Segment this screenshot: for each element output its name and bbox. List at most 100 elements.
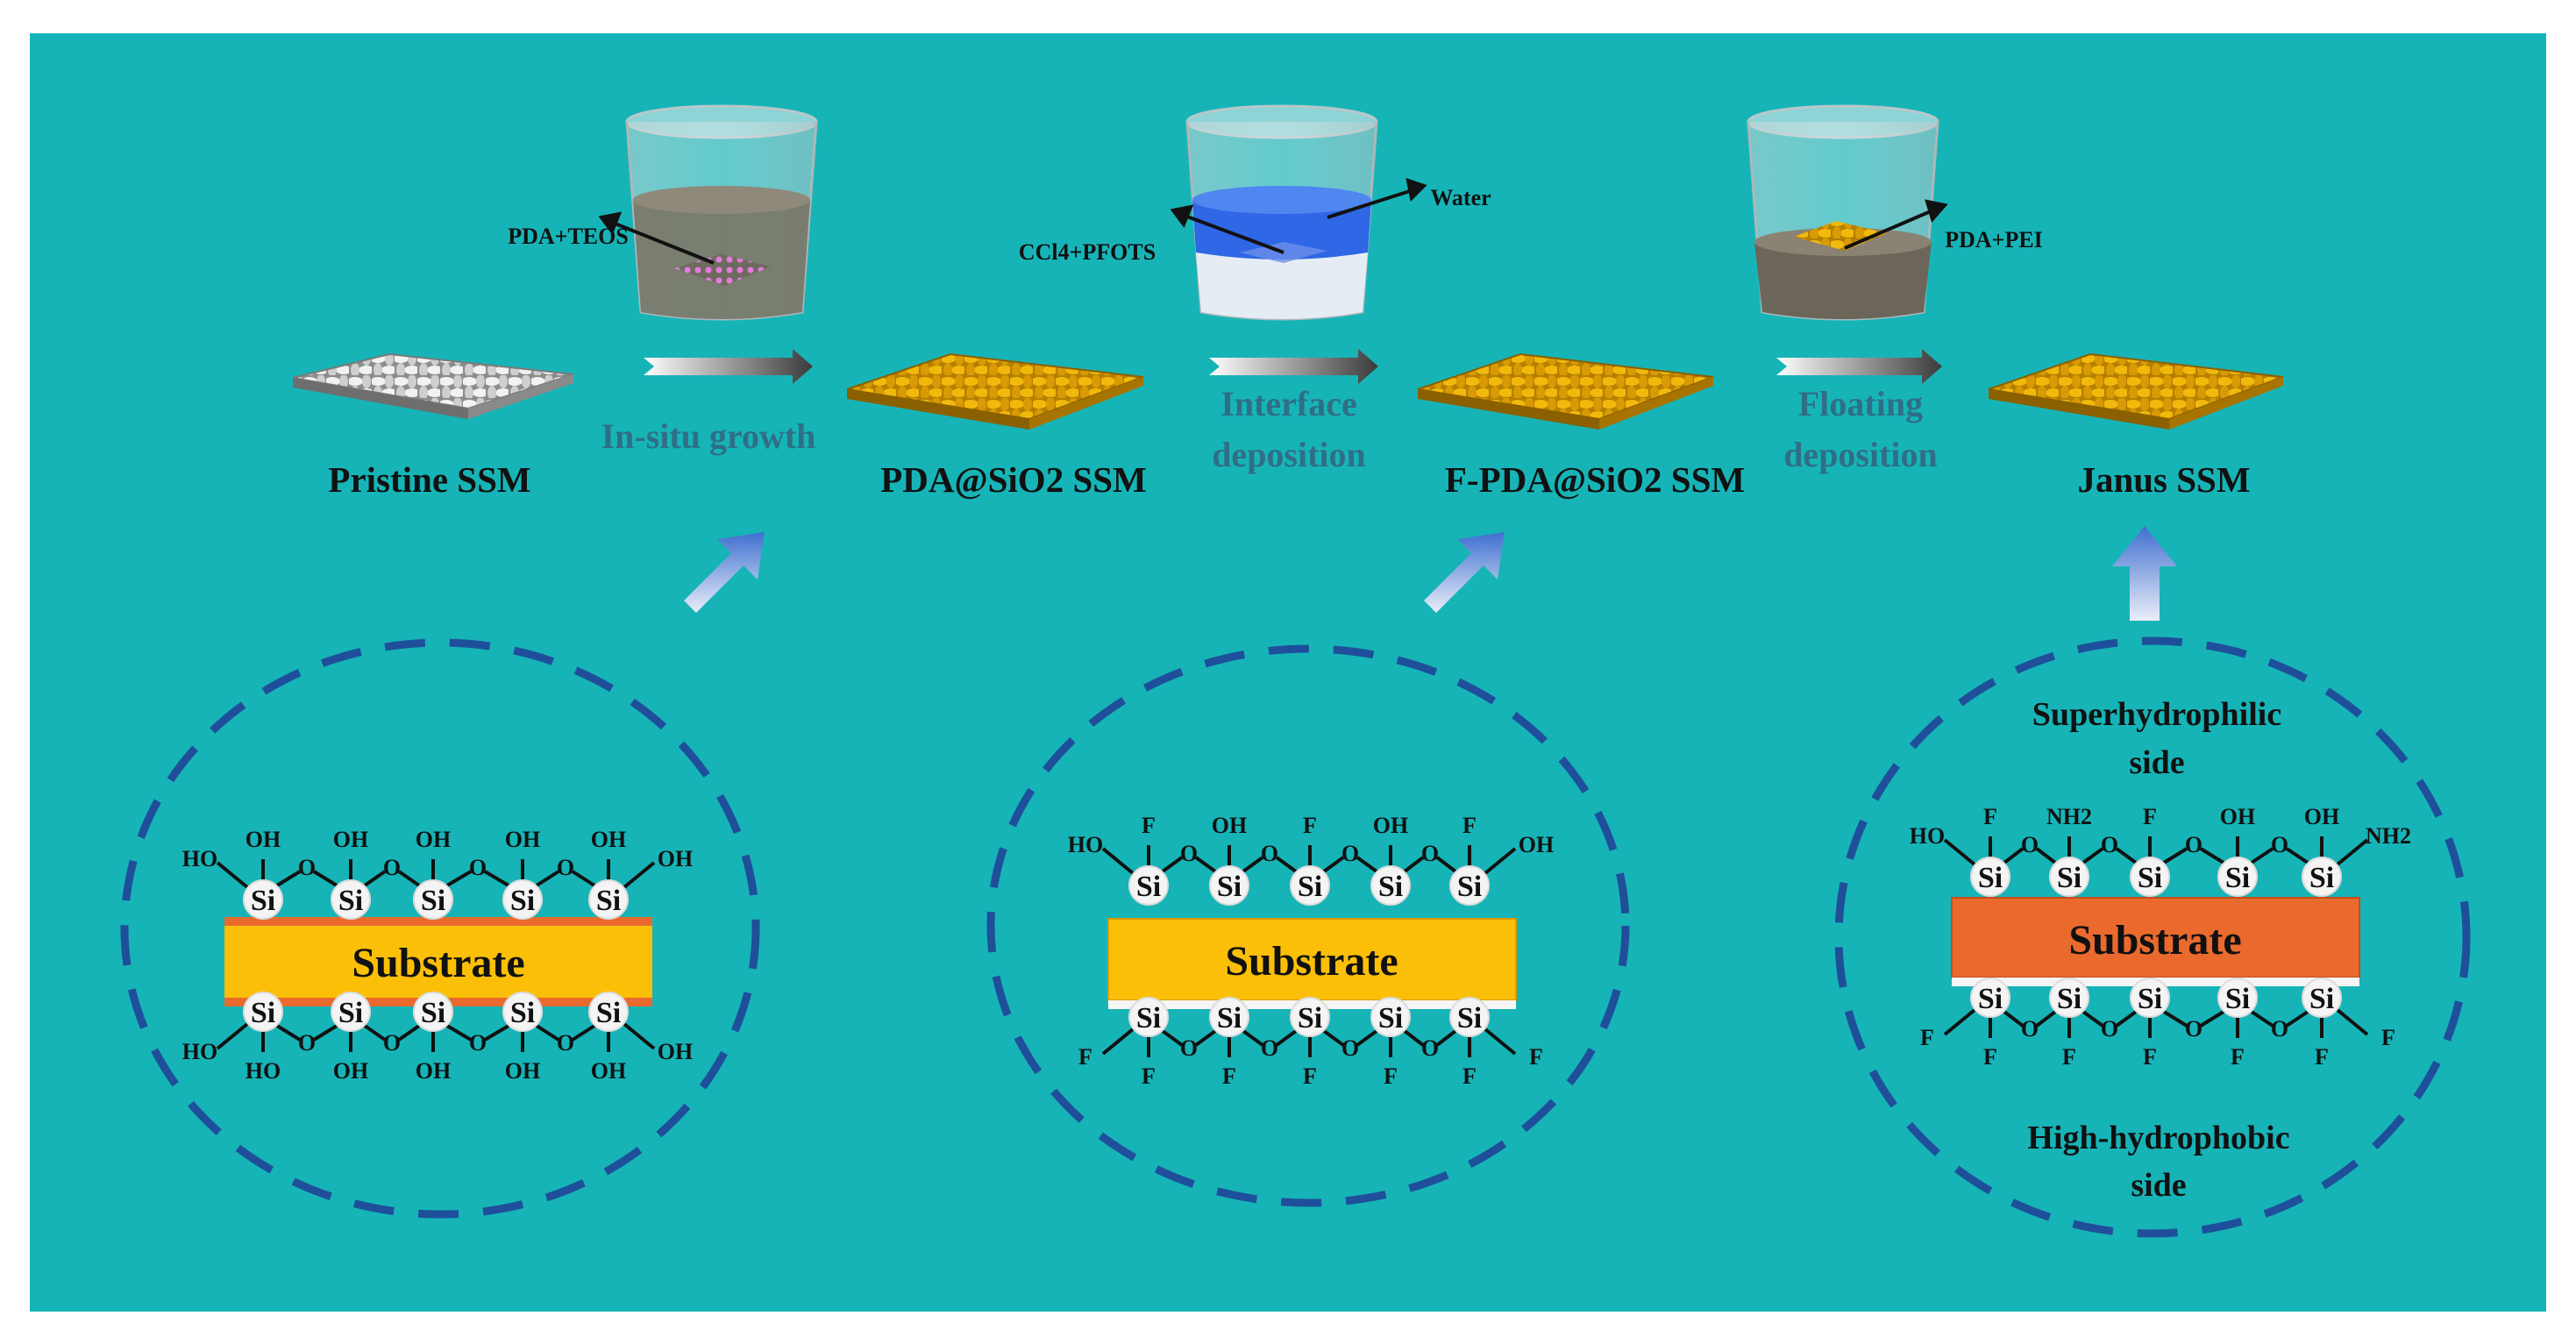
ho-label: HO — [1068, 832, 1103, 857]
f-label: F — [1920, 1025, 1934, 1050]
si-atom — [1449, 997, 1490, 1037]
si-atom-label: Si — [2225, 862, 2250, 894]
bond-line — [445, 1024, 473, 1042]
bond-line — [363, 870, 387, 887]
oh-label: OH — [658, 1039, 693, 1064]
bond-line — [2115, 847, 2138, 864]
bond-line — [1943, 838, 1976, 866]
bond-line — [1275, 1029, 1298, 1047]
si-atom-label: Si — [1298, 871, 1322, 903]
bond-line — [1242, 1029, 1264, 1047]
beaker-label: CCl4+PFOTS — [1019, 239, 1156, 265]
oh-label: OH — [416, 1058, 451, 1084]
process-arrow — [644, 349, 813, 384]
f-label: F — [1384, 1063, 1398, 1089]
beaker-label: PDA+TEOS — [508, 224, 629, 249]
oxygen-label: O — [2185, 832, 2202, 857]
process-arrow — [1776, 349, 1942, 384]
bond-line — [2250, 1010, 2274, 1028]
bond-line — [275, 1024, 302, 1042]
si-atom — [2302, 978, 2342, 1018]
substrate-label: Substrate — [1225, 938, 1398, 985]
oxygen-label: O — [2185, 1016, 2202, 1042]
oxygen-label: O — [1341, 841, 1359, 866]
oxygen-label: O — [1421, 1035, 1439, 1061]
mesh-janus — [1988, 352, 2284, 430]
zoom-arrow — [2112, 526, 2177, 621]
step-label: In-situ growth — [601, 416, 816, 456]
si-atom-label: Si — [2138, 983, 2162, 1015]
process-arrow — [1209, 349, 1378, 384]
bond-line — [1242, 856, 1264, 873]
si-atom-label: Si — [1457, 1002, 1482, 1035]
si-atom-label: Si — [421, 885, 445, 917]
nh2-label: NH2 — [2046, 804, 2092, 829]
f-label: F — [1983, 804, 1997, 829]
bond-line — [2250, 847, 2274, 864]
oxygen-label: O — [298, 1030, 316, 1056]
si-atom — [331, 992, 371, 1032]
oxygen-label: O — [557, 855, 574, 880]
f-label: F — [1303, 1063, 1317, 1089]
bond-line — [2162, 847, 2188, 864]
mesh-pristine — [292, 352, 574, 419]
nh2-label: NH2 — [2366, 823, 2411, 849]
beaker-pda-pei — [1747, 104, 1939, 321]
stage-label: PDA@SiO2 SSM — [880, 459, 1147, 500]
f-label: F — [1462, 813, 1477, 838]
step-label: deposition — [1783, 435, 1938, 474]
bond-line — [2336, 838, 2369, 866]
bond-line — [1275, 856, 1298, 873]
bond-line — [623, 861, 656, 889]
ho-label: HO — [1910, 823, 1945, 849]
si-atom-label: Si — [338, 997, 363, 1029]
si-atom — [502, 992, 543, 1032]
bond-line — [1403, 1029, 1425, 1047]
si-atom-label: Si — [596, 997, 621, 1029]
step-label: Interface — [1220, 384, 1356, 423]
f-label: F — [2315, 1044, 2329, 1070]
bond-line — [216, 1022, 249, 1050]
bond-line — [1435, 856, 1457, 873]
bond-line — [1943, 1008, 1976, 1036]
oxygen-label: O — [1421, 841, 1439, 866]
schematic-svg: Pristine SSM PDA@SiO2 SSM F-PDA@SiO2 SSM… — [120, 104, 2471, 1238]
substrate-bar — [224, 926, 652, 998]
step-label: deposition — [1212, 435, 1366, 474]
bond-line — [1101, 1028, 1135, 1056]
bond-line — [571, 870, 596, 887]
zoom-arrow — [1424, 532, 1505, 613]
leader-arrow — [598, 178, 1948, 265]
si-atom — [1970, 978, 2010, 1018]
f-label: F — [1529, 1044, 1543, 1070]
bond-line — [2336, 1008, 2369, 1036]
si-atom-label: Si — [1457, 871, 1482, 903]
si-atom-label: Si — [2057, 862, 2081, 894]
si-atom — [2049, 857, 2089, 897]
bond-line — [312, 870, 338, 887]
oxygen-label: O — [469, 855, 487, 880]
f-label: F — [1222, 1063, 1236, 1089]
si-atom — [413, 879, 453, 920]
si-atom-label: Si — [251, 885, 275, 917]
substrate-bar — [1951, 897, 2360, 978]
bond-line — [2035, 1010, 2057, 1028]
side-label: High-hydrophobic — [2027, 1120, 2289, 1156]
f-label: F — [1983, 1044, 1997, 1070]
beaker-pda-teos — [625, 104, 818, 321]
si-atom-label: Si — [1217, 871, 1242, 903]
substrate-bar — [1107, 918, 1517, 1001]
si-atom-label: Si — [2057, 983, 2081, 1015]
beaker-label: PDA+PEI — [1945, 227, 2043, 252]
si-atom-label: Si — [251, 997, 275, 1029]
oxygen-label: O — [1261, 841, 1278, 866]
oh-label: OH — [2220, 804, 2255, 829]
f-label: F — [2143, 804, 2157, 829]
oxygen-label: O — [1180, 841, 1198, 866]
oh-label: OH — [505, 1058, 540, 1084]
si-atom-label: Si — [2309, 983, 2334, 1015]
bond-line — [1322, 856, 1345, 873]
oxygen-label: O — [2021, 1016, 2039, 1042]
si-atom — [1128, 865, 1169, 906]
